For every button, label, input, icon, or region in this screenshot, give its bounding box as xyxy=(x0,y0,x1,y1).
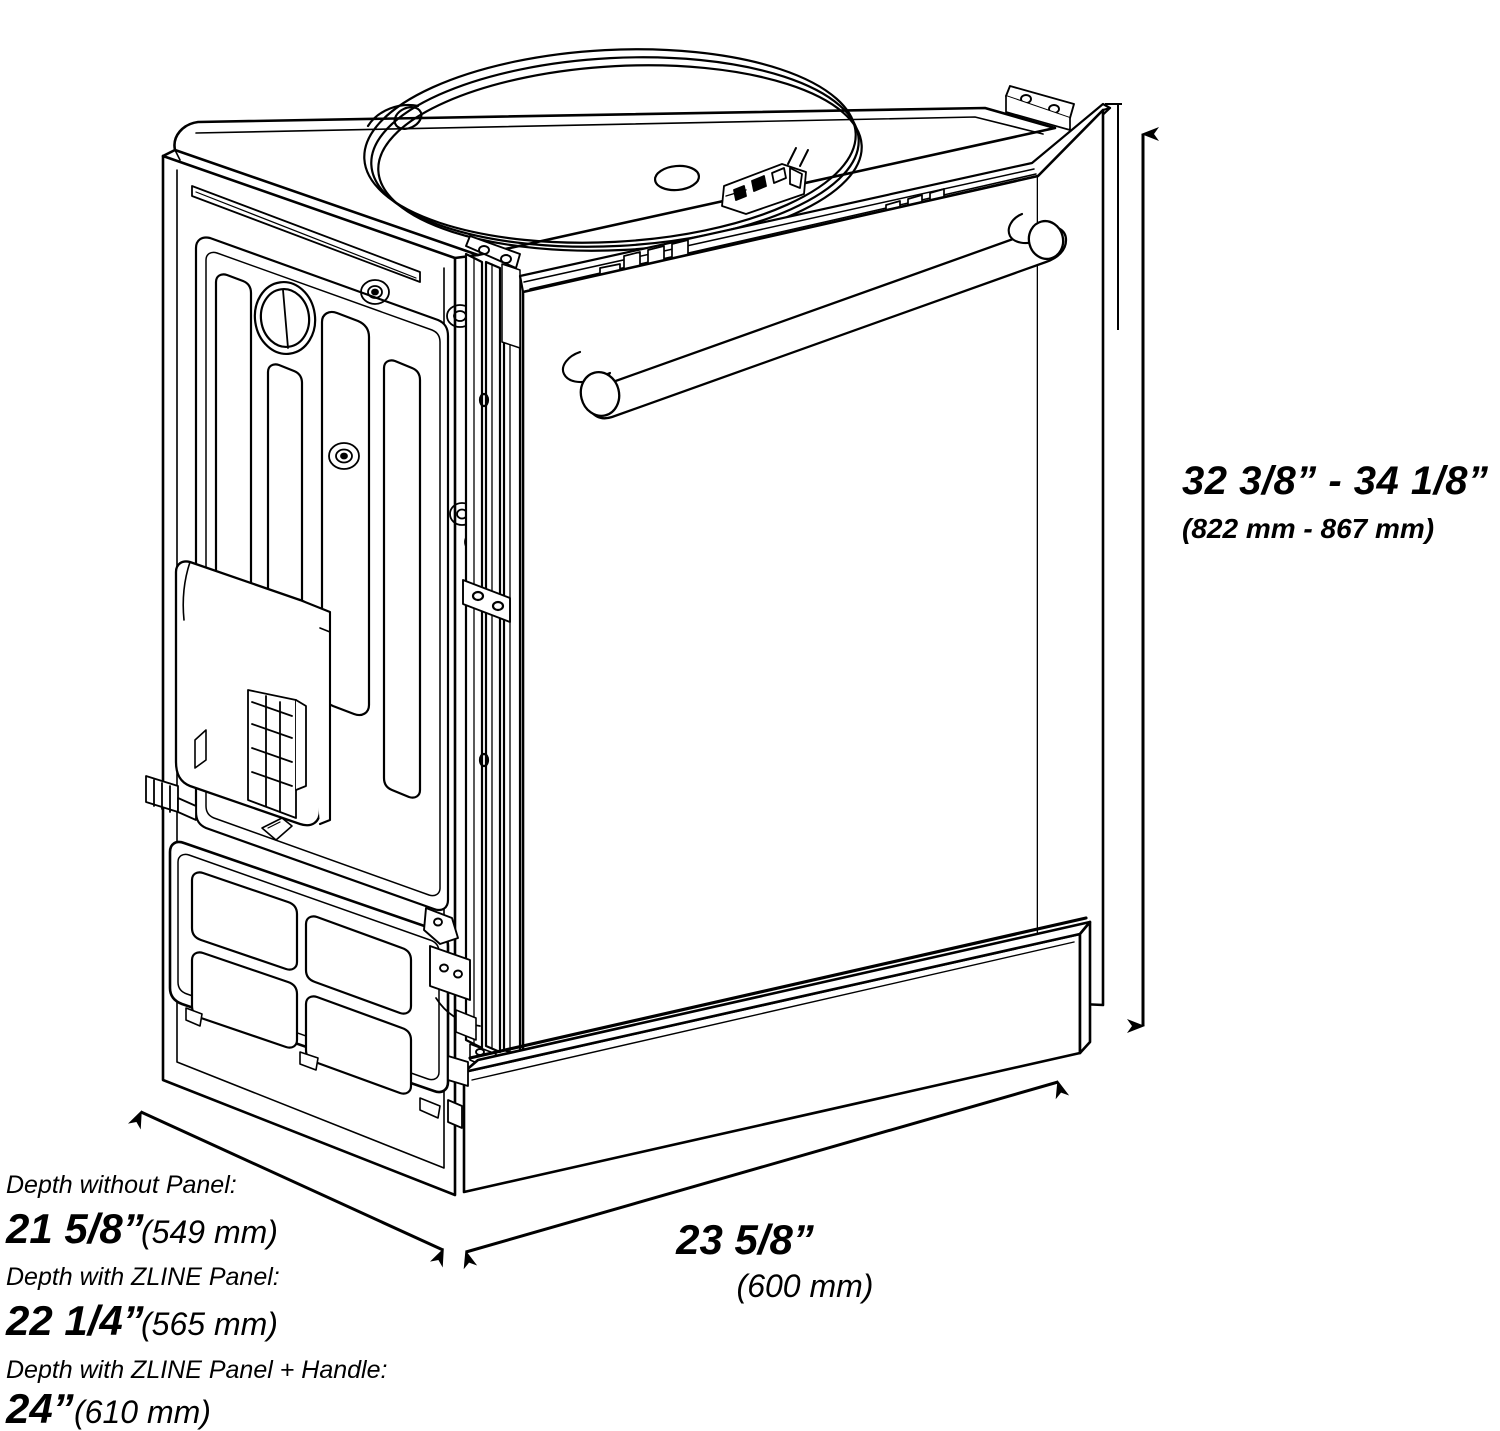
depth-with-panel-metric: (565 mm) xyxy=(141,1306,278,1342)
door-bottom-gap xyxy=(468,916,1088,1060)
depth-with-panel-handle-caption: Depth with ZLINE Panel + Handle: xyxy=(6,1356,387,1384)
door-hinge-assembly xyxy=(423,907,497,1071)
height-secondary-value: (822 mm - 867 mm) xyxy=(1182,513,1434,544)
side-mounting-rail xyxy=(462,252,522,1058)
height-dimension: 32 3/8” - 34 1/8” (822 mm - 867 mm) xyxy=(1105,103,1488,1033)
hose-connector-block xyxy=(721,147,809,215)
depth-with-panel-caption: Depth with ZLINE Panel: xyxy=(6,1263,280,1291)
height-primary-value: 32 3/8” - 34 1/8” xyxy=(1182,459,1488,503)
tub-top-surface xyxy=(173,106,1057,257)
depth-dimension-arrow xyxy=(127,1110,444,1268)
front-door-panel xyxy=(521,106,1112,1117)
left-cable-bracket xyxy=(145,775,197,821)
door-handle xyxy=(561,212,1068,420)
depth-dimension xyxy=(127,1110,444,1268)
lower-rear-access-panel xyxy=(168,840,450,1119)
depth-label-group: Depth without Panel: 21 5/8” (549 mm) De… xyxy=(5,1171,387,1431)
depth-with-panel-handle-value: 24” xyxy=(5,1385,74,1431)
top-mounting-brackets xyxy=(465,85,1075,269)
width-dimension: 23 5/8” (600 mm) xyxy=(463,1080,1070,1304)
depth-without-panel-value: 21 5/8” xyxy=(5,1205,144,1252)
top-coiled-hose xyxy=(363,48,863,252)
rear-circular-port xyxy=(253,281,317,355)
width-dimension-arrow xyxy=(463,1080,1070,1270)
width-primary-value: 23 5/8” xyxy=(675,1216,814,1263)
depth-without-panel-metric: (549 mm) xyxy=(141,1214,278,1250)
depth-without-panel-caption: Depth without Panel: xyxy=(6,1171,237,1199)
depth-with-panel-value: 22 1/4” xyxy=(5,1297,144,1344)
depth-with-panel-handle-metric: (610 mm) xyxy=(74,1394,211,1430)
width-secondary-value: (600 mm) xyxy=(737,1268,874,1304)
appliance-illustration xyxy=(145,48,1112,1197)
rear-junction-box xyxy=(174,560,332,841)
